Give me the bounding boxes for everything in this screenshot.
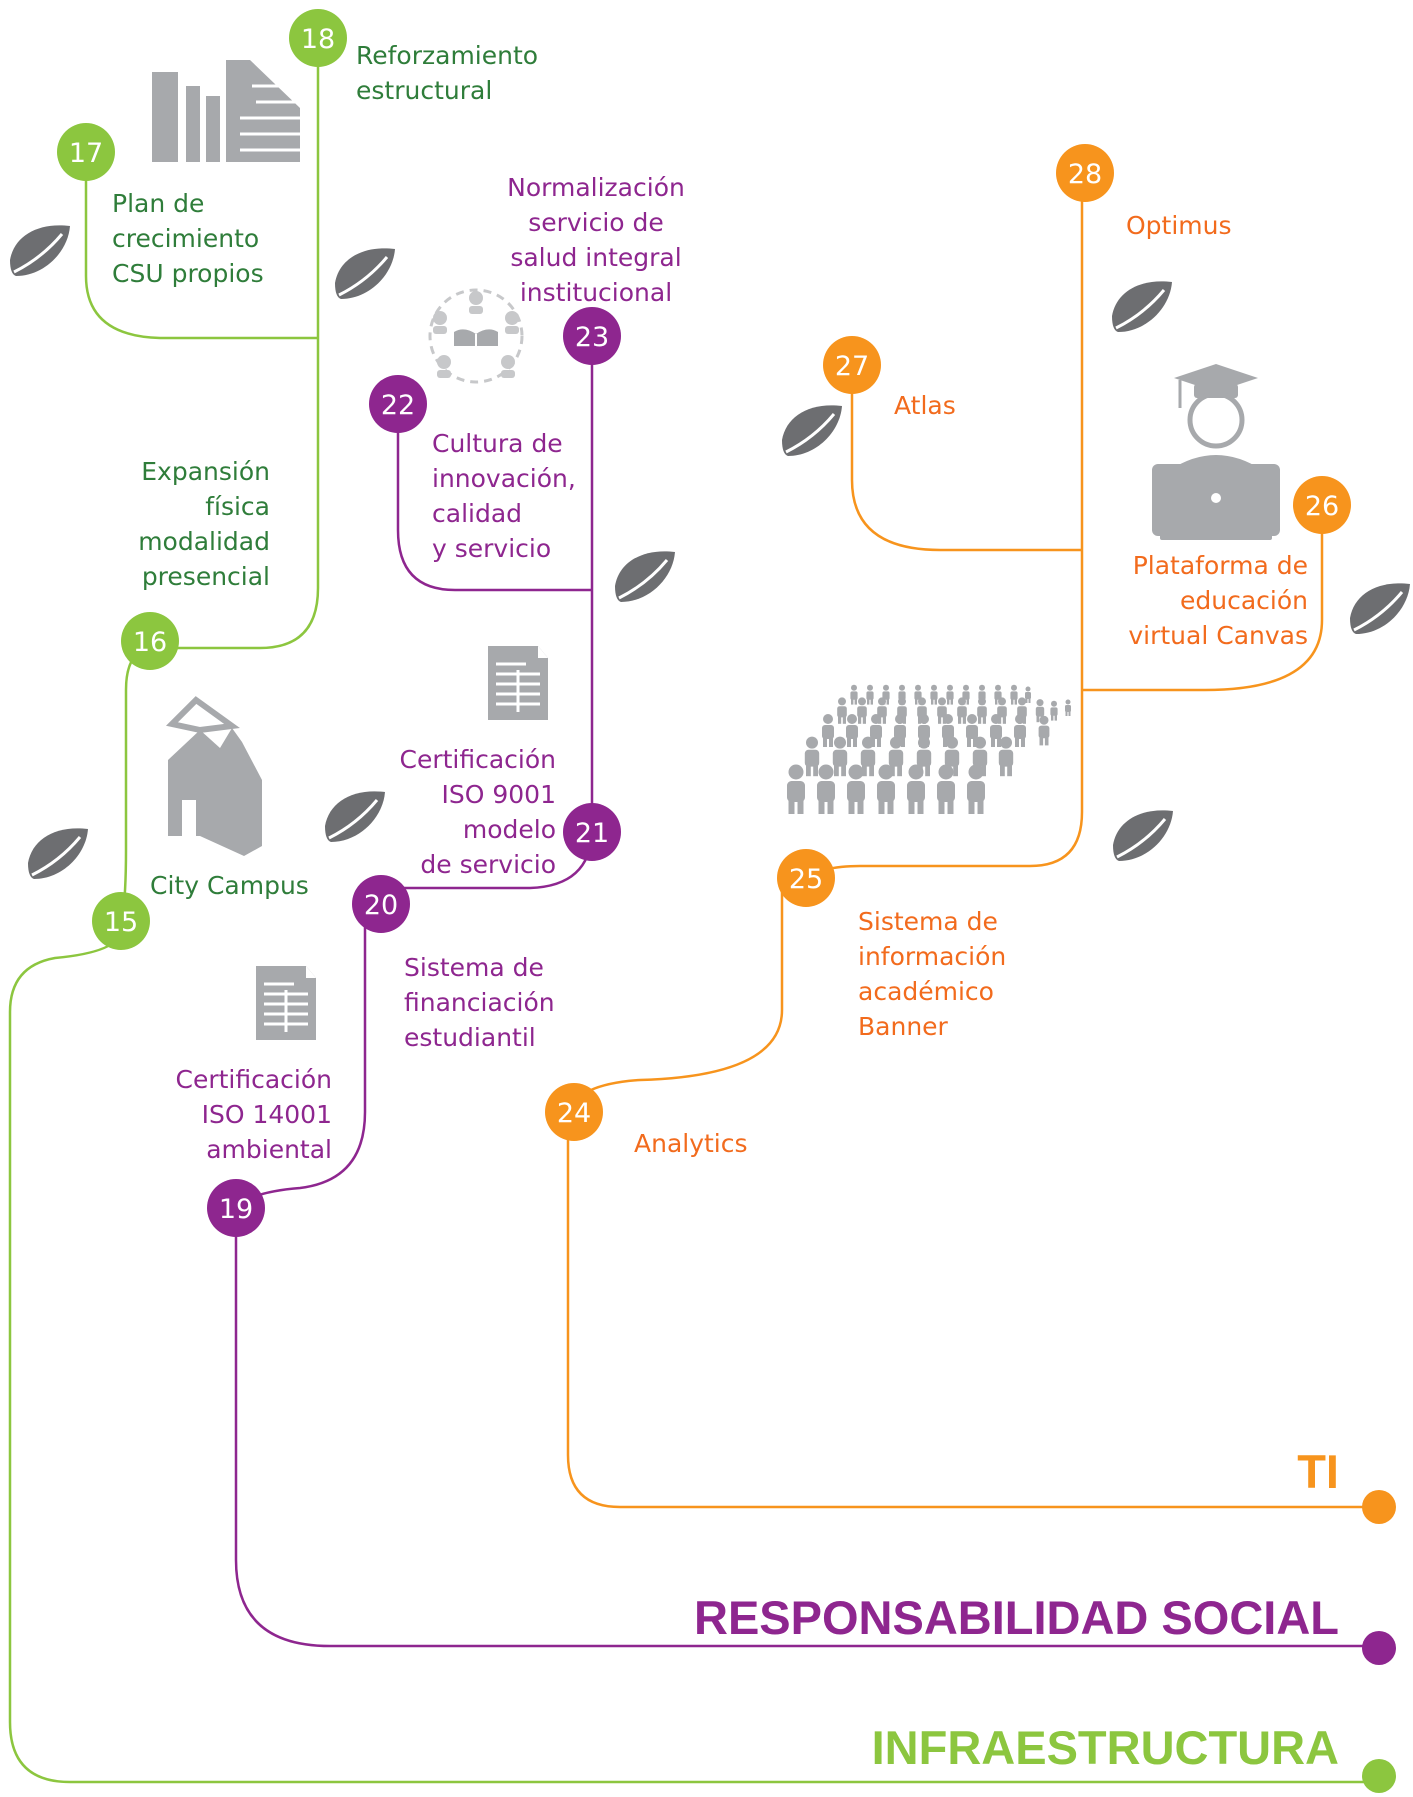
label-25: Sistema de información académico Banner	[858, 907, 1007, 1041]
leaf-icon	[780, 403, 844, 458]
milestone-26: 26	[1293, 476, 1351, 534]
milestone-18: 18	[289, 9, 347, 67]
milestone-number: 19	[219, 1194, 253, 1225]
label-19: Certificación ISO 14001 ambiental	[175, 1065, 332, 1164]
milestone-number: 22	[381, 390, 415, 421]
milestone-19: 19	[207, 1179, 265, 1237]
leaf-icon	[26, 826, 90, 881]
milestone-number: 25	[789, 864, 823, 895]
label-23: Normalización servicio de salud integral…	[507, 173, 685, 307]
graduate-laptop-icon	[1152, 364, 1280, 540]
house-icon	[165, 696, 262, 856]
milestone-number: 21	[575, 818, 609, 849]
label-18: Reforzamiento estructural	[356, 41, 539, 105]
label-22: Cultura de innovación, calidad y servici…	[432, 429, 576, 563]
branch-title-infraestructura: INFRAESTRUCTURA	[871, 1721, 1339, 1774]
label-20: Sistema de financiación estudiantil	[404, 953, 555, 1052]
milestone-number: 15	[104, 907, 138, 938]
milestone-number: 24	[557, 1098, 591, 1129]
label-21: Certificación ISO 9001 modelo de servici…	[399, 745, 556, 879]
leaf-icon	[1111, 808, 1175, 863]
milestone-number: 20	[364, 890, 398, 921]
crowd-icon	[787, 684, 1071, 814]
milestone-16: 16	[121, 612, 179, 670]
document-icon	[254, 964, 318, 1042]
branch-26-line	[1082, 508, 1324, 692]
milestone-number: 16	[133, 627, 167, 658]
milestone-number: 17	[69, 138, 103, 169]
milestone-number: 18	[301, 24, 335, 55]
milestone-22: 22	[369, 375, 427, 433]
infraestructura-end-dot	[1362, 1759, 1396, 1793]
branch-title-responsabilidad-social: RESPONSABILIDAD SOCIAL	[694, 1591, 1339, 1644]
label-28: Optimus	[1126, 211, 1232, 240]
milestone-number: 23	[575, 322, 609, 353]
label-26: Plataforma de educación virtual Canvas	[1128, 551, 1308, 650]
milestone-15: 15	[92, 892, 150, 950]
leaf-icon	[8, 223, 72, 278]
label-expansion: Expansión física modalidad presencial	[138, 457, 270, 591]
branch-27-line	[850, 368, 1082, 552]
branch-24-25-line	[566, 880, 784, 1113]
milestone-27: 27	[823, 336, 881, 394]
label-24: Analytics	[634, 1129, 748, 1158]
infraestructura-main-line	[8, 929, 1385, 1784]
branch-title-ti: TI	[1297, 1445, 1339, 1498]
circle-people-book-icon	[428, 288, 524, 384]
responsabilidad-main-line	[234, 1208, 1385, 1648]
responsabilidad-end-dot	[1362, 1631, 1396, 1665]
branch-22-line	[396, 404, 592, 592]
milestone-23: 23	[563, 307, 621, 365]
leaf-icon	[1110, 279, 1174, 334]
label-27: Atlas	[894, 391, 956, 420]
milestone-28: 28	[1056, 144, 1114, 202]
label-17: Plan de crecimiento CSU propios	[112, 189, 264, 288]
buildings-icon	[152, 60, 300, 162]
leaf-icon	[613, 549, 677, 604]
branch-15-16-line	[119, 646, 151, 931]
milestone-25: 25	[777, 849, 835, 907]
ti-end-dot	[1362, 1490, 1396, 1524]
milestone-20: 20	[352, 875, 410, 933]
label-16: City Campus	[150, 871, 309, 900]
ti-main-line	[566, 1112, 1385, 1509]
branch-17-line	[84, 152, 318, 340]
document-icon	[486, 644, 550, 722]
leaf-icon	[1348, 581, 1412, 636]
ti-lines	[566, 174, 1385, 1509]
milestone-17: 17	[57, 123, 115, 181]
milestone-number: 28	[1068, 159, 1102, 190]
milestone-number: 27	[835, 351, 869, 382]
milestone-number: 26	[1305, 491, 1339, 522]
leaf-icon	[333, 246, 397, 301]
milestone-24: 24	[545, 1083, 603, 1141]
branch-16-18-line	[150, 38, 320, 650]
milestone-21: 21	[563, 803, 621, 861]
